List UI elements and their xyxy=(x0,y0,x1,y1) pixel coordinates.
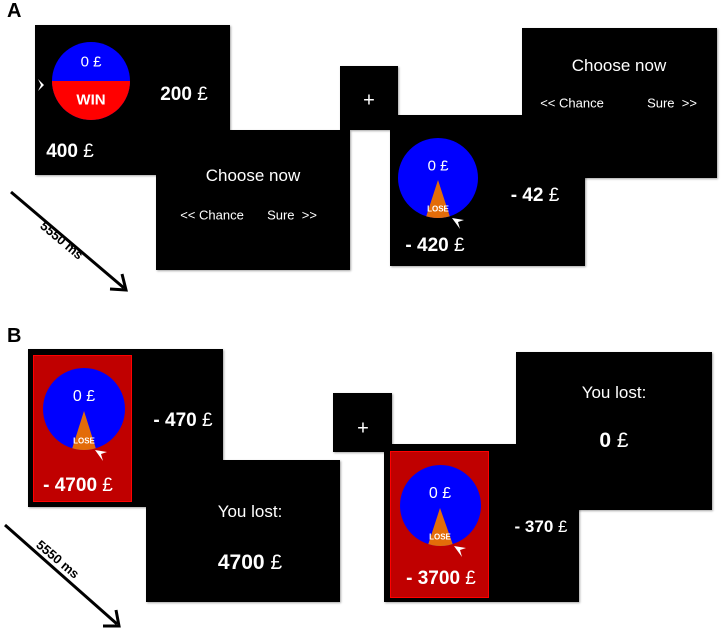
currency: £ xyxy=(454,235,465,256)
pointer-arrow-icon xyxy=(452,218,464,229)
gamble-value: - 3700 xyxy=(406,568,461,589)
sure-value: - 370 xyxy=(514,517,554,536)
wheel-top-label: 0 £ xyxy=(427,157,449,175)
gamble-value: 400 xyxy=(46,141,78,162)
currency: £ xyxy=(465,568,476,589)
option-chance: << Chance xyxy=(180,207,244,223)
wheel-of-fortune: 0 £ LOSE xyxy=(400,465,481,546)
wheel-win-label: WIN xyxy=(76,91,106,109)
gamble-amount: - 3700 £ xyxy=(406,568,476,590)
choice-highlight: 0 £ LOSE - 3700 £ xyxy=(390,451,489,598)
outcome-label: You lost: xyxy=(217,502,283,521)
outcome-screen: You lost: 0 £ xyxy=(516,352,712,510)
wheel-of-fortune: 0 £ LOSE xyxy=(398,138,478,218)
currency: £ xyxy=(102,475,113,496)
wheel-top-label: 0 £ xyxy=(428,485,452,502)
lose-segment xyxy=(428,508,453,546)
panel-b-label: B xyxy=(7,325,22,347)
fixation-screen: + xyxy=(340,66,398,130)
timing-label: 5550 ms xyxy=(33,537,83,582)
panel-a-label: A xyxy=(7,0,22,22)
gamble-amount: - 420 £ xyxy=(405,235,464,257)
outcome-amount: 4700 £ xyxy=(218,551,282,575)
outcome-screen: You lost: 4700 £ xyxy=(146,460,340,602)
gamble-amount: - 4700 £ xyxy=(43,475,113,497)
pointer-arrow-icon xyxy=(38,79,44,91)
outcome-value: 4700 xyxy=(217,551,265,574)
choice-prompt-screen: Choose now << Chance Sure >> xyxy=(156,130,350,270)
timing-label: 5550 ms xyxy=(37,218,87,263)
sure-value: - 42 xyxy=(510,185,544,206)
lose-segment xyxy=(72,411,96,450)
fixation-screen: + xyxy=(333,393,392,452)
option-chance: << Chance xyxy=(540,95,604,111)
sure-value: - 470 xyxy=(153,410,197,431)
currency: £ xyxy=(197,84,208,105)
wheel-lose-label: LOSE xyxy=(429,532,451,542)
sure-amount: - 370 £ xyxy=(515,517,568,537)
gamble-value: - 420 xyxy=(405,235,449,256)
option-sure: Sure >> xyxy=(267,207,317,223)
sure-amount: - 470 £ xyxy=(153,410,212,432)
sure-value: 200 xyxy=(160,84,192,105)
gamble-amount: 400 £ xyxy=(46,141,94,163)
outcome-value: 0 xyxy=(599,429,612,452)
sure-amount: - 42 £ xyxy=(511,185,560,207)
wheel-of-fortune: 0 £ WIN xyxy=(52,42,130,120)
wheel-lose-label: LOSE xyxy=(427,204,449,214)
lose-segment xyxy=(426,180,450,218)
wheel-top-label: 0 £ xyxy=(72,388,96,405)
choice-highlight: 0 £ LOSE - 4700 £ xyxy=(33,355,132,502)
trial-screen-gamble-chosen: 0 £ LOSE - 3700 £ - 370 £ xyxy=(384,444,579,602)
currency: £ xyxy=(548,185,560,206)
pointer-arrow-icon xyxy=(454,546,466,557)
choose-now-prompt: Choose now xyxy=(571,56,667,75)
trial-screen-gamble-chosen: 0 £ LOSE - 4700 £ - 470 £ xyxy=(28,349,223,507)
wheel-lose-label: LOSE xyxy=(73,436,95,446)
option-sure: Sure >> xyxy=(647,95,697,111)
wheel-of-fortune: 0 £ LOSE xyxy=(43,368,125,450)
pointer-arrow-icon xyxy=(95,450,107,461)
currency: £ xyxy=(83,141,94,162)
fixation-cross: + xyxy=(357,417,369,440)
fixation-cross: + xyxy=(363,89,375,112)
gamble-value: - 4700 xyxy=(43,475,98,496)
currency: £ xyxy=(270,551,283,574)
sure-amount: 200 £ xyxy=(160,84,208,106)
choice-prompt-screen: Choose now << Chance Sure >> xyxy=(522,28,717,178)
win-segment xyxy=(52,81,130,120)
wheel-top-label: 0 £ xyxy=(80,53,102,71)
currency: £ xyxy=(202,410,213,431)
currency: £ xyxy=(558,517,568,536)
currency: £ xyxy=(616,429,629,452)
trial-screen-gamble-win: 0 £ WIN 200 £ 400 £ xyxy=(35,25,230,175)
outcome-amount: 0 £ xyxy=(599,429,628,453)
outcome-label: You lost: xyxy=(581,383,647,402)
choose-now-prompt: Choose now xyxy=(205,166,301,185)
